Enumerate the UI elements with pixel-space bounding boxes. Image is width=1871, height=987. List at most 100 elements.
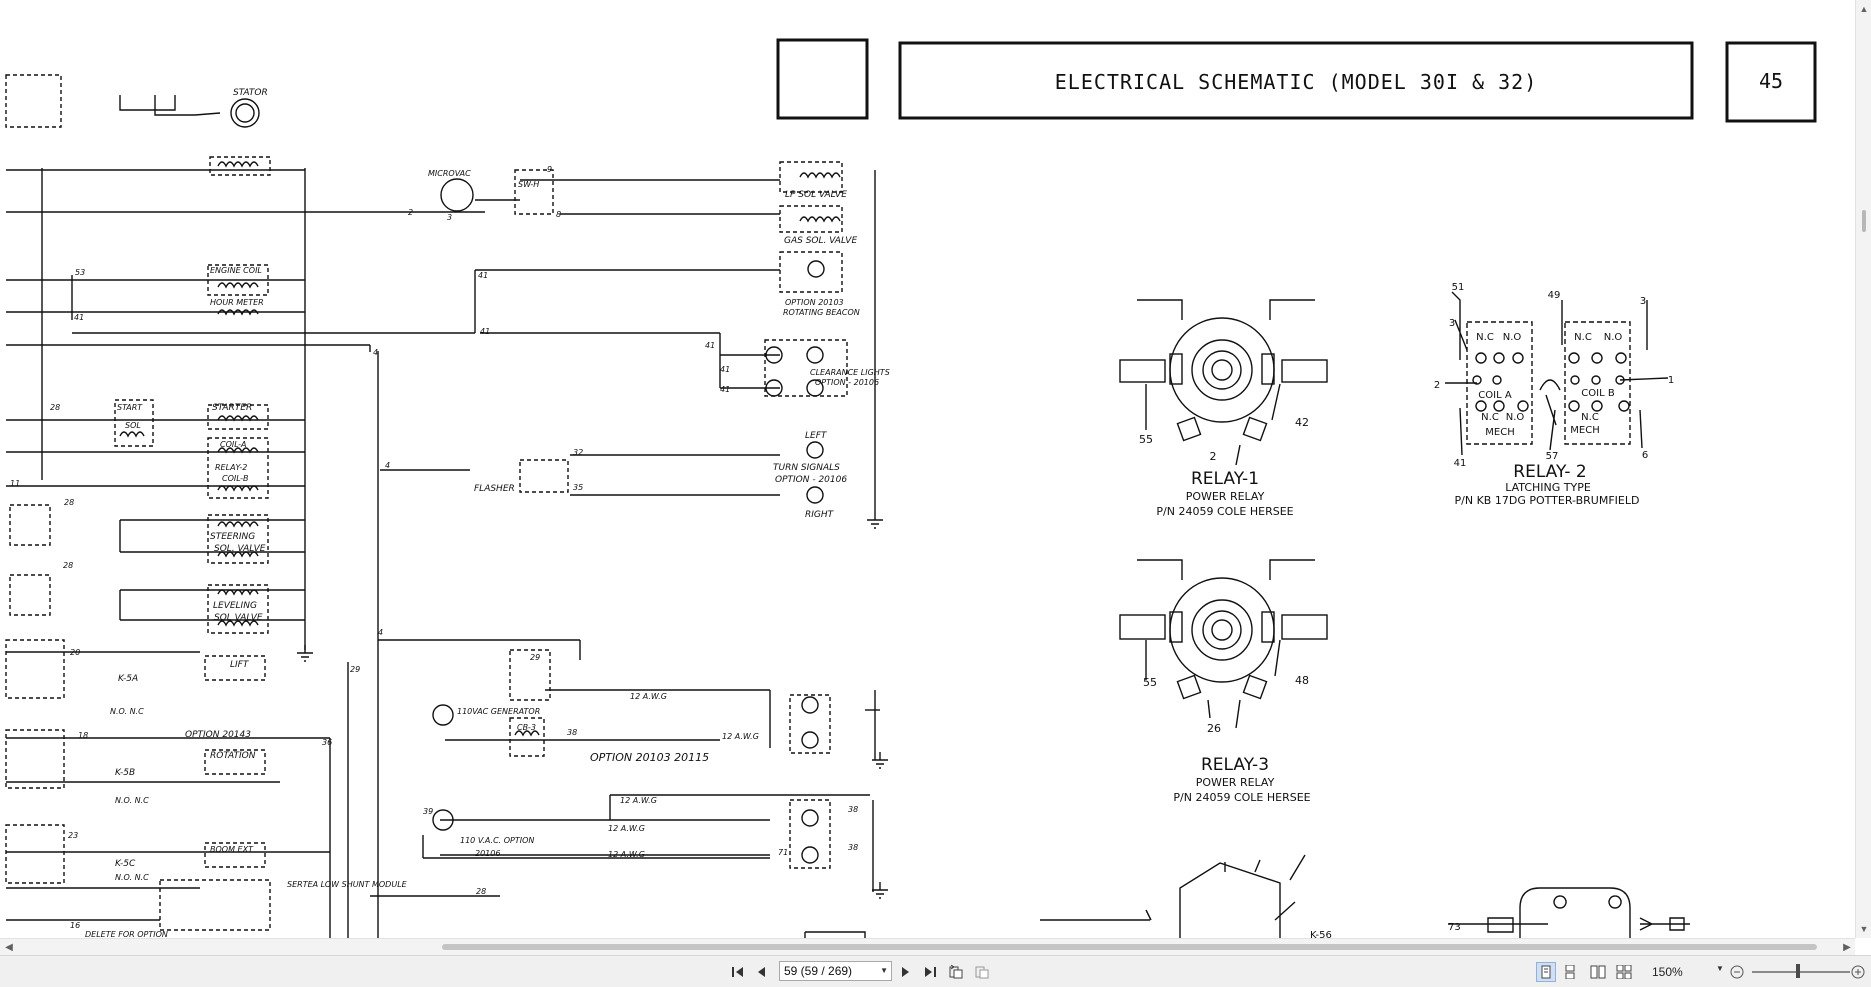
- horizontal-scroll-thumb[interactable]: [442, 944, 1817, 950]
- svg-text:41: 41: [480, 327, 490, 336]
- svg-text:K-5A: K-5A: [118, 674, 138, 684]
- chevron-down-icon[interactable]: ▼: [880, 966, 888, 975]
- svg-text:COIL A: COIL A: [1478, 390, 1512, 401]
- svg-text:20: 20: [70, 648, 80, 657]
- svg-text:110VAC GENERATOR: 110VAC GENERATOR: [457, 707, 540, 716]
- relay-3-name: RELAY-3: [1201, 755, 1269, 775]
- svg-text:CLEARANCE LIGHTS: CLEARANCE LIGHTS: [810, 368, 890, 377]
- svg-text:OPTION - 20106: OPTION - 20106: [775, 475, 847, 485]
- svg-text:N.C: N.C: [1581, 412, 1599, 423]
- zoom-out-button[interactable]: [1727, 962, 1747, 982]
- svg-text:29: 29: [350, 665, 360, 674]
- relay-2-name: RELAY- 2: [1513, 462, 1586, 482]
- svg-text:18: 18: [78, 731, 88, 740]
- navigation-bar: 59 (59 / 269) ▼ 150% ▼: [0, 955, 1871, 987]
- scroll-up-arrow-icon[interactable]: ▲: [1859, 4, 1869, 14]
- schematic-page: ELECTRICAL SCHEMATIC (MODEL 30I & 32) 45…: [5, 38, 1817, 938]
- svg-text:53: 53: [75, 268, 85, 277]
- zoom-in-button[interactable]: [1848, 962, 1868, 982]
- schematic-title: ELECTRICAL SCHEMATIC (MODEL 30I & 32): [1055, 70, 1538, 94]
- page-number-label: 45: [1759, 69, 1783, 93]
- svg-text:N.C: N.C: [1476, 332, 1494, 343]
- horizontal-scrollbar[interactable]: ◀ ▶: [0, 938, 1855, 955]
- svg-text:35: 35: [573, 483, 583, 492]
- svg-text:110 V.A.C. OPTION: 110 V.A.C. OPTION: [460, 836, 534, 845]
- zoom-level[interactable]: 150%: [1652, 965, 1683, 979]
- svg-text:COIL-B: COIL-B: [222, 474, 248, 483]
- svg-text:12 A.W.G: 12 A.W.G: [608, 850, 645, 859]
- svg-text:N.C: N.C: [1574, 332, 1592, 343]
- two-page-view-button[interactable]: [1588, 962, 1608, 982]
- svg-text:MECH: MECH: [1485, 427, 1514, 438]
- svg-text:OPTION 20143: OPTION 20143: [185, 730, 251, 740]
- next-page-button[interactable]: [895, 962, 915, 982]
- title-box-empty: [776, 38, 869, 120]
- svg-text:N.O. N.C: N.O. N.C: [115, 873, 149, 882]
- scroll-left-arrow-icon[interactable]: ◀: [5, 942, 13, 953]
- svg-text:FLASHER: FLASHER: [474, 484, 515, 494]
- svg-text:START: START: [117, 403, 143, 412]
- svg-text:STATOR: STATOR: [233, 88, 268, 98]
- svg-text:6: 6: [1642, 450, 1648, 461]
- svg-text:41: 41: [705, 341, 715, 350]
- scroll-down-arrow-icon[interactable]: ▼: [1859, 924, 1869, 934]
- svg-text:57: 57: [1546, 451, 1559, 462]
- svg-text:41: 41: [74, 313, 84, 322]
- svg-text:2: 2: [408, 208, 413, 217]
- two-page-continuous-view-button[interactable]: [1614, 962, 1634, 982]
- svg-text:41: 41: [478, 271, 488, 280]
- svg-text:OPTION 20103 20115: OPTION 20103 20115: [590, 751, 709, 764]
- svg-text:2: 2: [1434, 380, 1440, 391]
- relay-2-drawing: [1445, 291, 1669, 456]
- svg-text:41: 41: [720, 365, 730, 374]
- svg-text:55: 55: [1143, 676, 1157, 689]
- document-viewport[interactable]: ELECTRICAL SCHEMATIC (MODEL 30I & 32) 45…: [0, 0, 1855, 938]
- svg-text:SOL VALVE: SOL VALVE: [214, 613, 263, 623]
- svg-text:SOL. VALVE: SOL. VALVE: [214, 544, 266, 554]
- svg-text:38: 38: [848, 843, 858, 852]
- zoom-slider-track[interactable]: [1752, 971, 1850, 973]
- vertical-scroll-thumb[interactable]: [1862, 210, 1866, 232]
- svg-text:ROTATION: ROTATION: [210, 751, 256, 761]
- go-forward-view-button[interactable]: [972, 962, 992, 982]
- relay-2-part: P/N KB 17DG POTTER-BRUMFIELD: [1455, 494, 1640, 507]
- svg-text:12 A.W.G: 12 A.W.G: [608, 824, 645, 833]
- svg-text:LIFT: LIFT: [230, 660, 250, 670]
- last-page-icon: [925, 967, 936, 977]
- svg-text:11: 11: [10, 479, 20, 488]
- svg-text:K-5B: K-5B: [115, 768, 135, 778]
- svg-text:23: 23: [68, 831, 78, 840]
- svg-text:39: 39: [423, 807, 433, 816]
- first-page-button[interactable]: [728, 962, 748, 982]
- relay-1-type: POWER RELAY: [1186, 490, 1265, 503]
- zoom-dropdown-chevron-icon[interactable]: ▼: [1716, 964, 1724, 973]
- single-page-view-button[interactable]: [1536, 962, 1556, 982]
- zoom-in-icon: [1851, 965, 1865, 979]
- zoom-slider-thumb[interactable]: [1796, 964, 1800, 978]
- relay-1-drawing: [1119, 299, 1328, 466]
- svg-text:RIGHT: RIGHT: [805, 510, 835, 520]
- continuous-view-button[interactable]: [1560, 962, 1580, 982]
- relay-2-type: LATCHING TYPE: [1505, 481, 1591, 494]
- svg-text:SW-H: SW-H: [518, 180, 539, 189]
- svg-text:N.O. N.C: N.O. N.C: [115, 796, 149, 805]
- relay-3-type: POWER RELAY: [1196, 776, 1275, 789]
- scroll-right-arrow-icon[interactable]: ▶: [1843, 942, 1851, 953]
- previous-page-button[interactable]: [752, 962, 772, 982]
- page-number-field[interactable]: 59 (59 / 269) ▼: [779, 961, 892, 981]
- svg-text:STARTER: STARTER: [212, 403, 252, 413]
- relay-3-drawing: [1119, 559, 1328, 729]
- svg-text:LEVELING: LEVELING: [213, 601, 257, 611]
- continuous-page-icon: [1565, 965, 1575, 979]
- vertical-scrollbar[interactable]: ▲ ▼: [1855, 0, 1871, 938]
- next-page-icon: [902, 967, 909, 977]
- svg-text:ENGINE COIL: ENGINE COIL: [210, 266, 262, 275]
- svg-text:RELAY-2: RELAY-2: [215, 463, 247, 472]
- two-page-icon: [1590, 965, 1606, 979]
- svg-text:SERTEA LOW SHUNT MODULE: SERTEA LOW SHUNT MODULE: [287, 880, 408, 889]
- svg-text:9: 9: [547, 165, 552, 174]
- go-back-view-button[interactable]: [946, 962, 966, 982]
- last-page-button[interactable]: [920, 962, 940, 982]
- svg-text:12 A.W.G: 12 A.W.G: [620, 796, 657, 805]
- single-page-icon: [1541, 965, 1551, 979]
